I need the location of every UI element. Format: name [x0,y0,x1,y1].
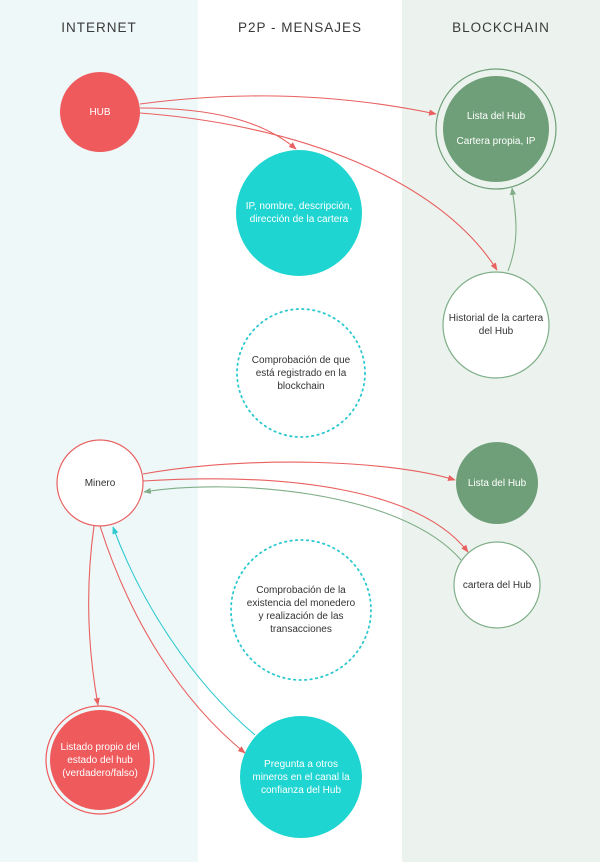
cartera-hub-label: cartera del Hub [454,542,540,628]
ip-info-label: IP, nombre, descripción, dirección de la… [236,150,362,276]
blockchain-column: BLOCKCHAIN [402,0,600,862]
lista-hub-top-line1: Lista del Hub [466,111,526,122]
lista-hub-bottom-label: Lista del Hub [456,442,538,524]
p2p-header: P2P - MENSAJES [237,20,363,35]
comprobacion-registro-label: Comprobación de que está registrado en l… [247,319,355,427]
listado-propio-node [50,710,150,810]
hub-node [60,72,140,152]
internet-header: INTERNET [61,20,137,35]
arrow-minero-to-listado-propio [88,525,100,706]
arrow-pregunta-to-minero [112,526,256,736]
comprobacion-monedero-text: Comprobación de la existencia del monede… [246,585,356,635]
hub-label: HUB [60,72,140,152]
arrow-hub-to-ip-info [139,107,297,150]
cartera-hub-text: cartera del Hub [462,579,532,591]
arrow-historial-to-lista [507,187,517,272]
lista-hub-top-node [443,76,549,182]
comprobacion-monedero-label: Comprobación de la existencia del monede… [241,550,361,670]
hub-label-text: HUB [89,106,111,118]
lista-hub-top-outer-ring [435,68,557,190]
arrow-hub-to-historial [139,112,498,271]
ip-info-node [236,150,362,276]
historial-label: Historial de la cartera del Hub [443,272,549,378]
listado-propio-label: Listado propio del estado del hub (verda… [50,710,150,810]
listado-propio-outer-ring [45,705,155,815]
comprobacion-registro-node [236,308,366,438]
listado-propio-text: Listado propio del estado del hub (verda… [60,741,140,779]
arrow-hub-to-lista [139,95,437,116]
arrow-minero-to-lista-bottom [142,461,456,481]
lista-hub-top-line2: Cartera propia, IP [456,136,536,147]
lista-hub-top-label: Lista del Hub Cartera propia, IP [443,76,549,182]
arrow-minero-to-pregunta [99,525,246,754]
arrow-cartera-to-minero [143,486,462,561]
pregunta-label: Pregunta a otros mineros en el canal la … [245,721,357,833]
blockchain-header: BLOCKCHAIN [452,20,550,35]
historial-text: Historial de la cartera del Hub [448,313,544,337]
comprobacion-monedero-node [230,539,372,681]
comprobacion-registro-text: Comprobación de que está registrado en l… [251,354,351,392]
lista-hub-bottom-text: Lista del Hub [467,477,527,489]
lista-hub-bottom-node [456,442,538,524]
cartera-hub-node [453,541,541,629]
minero-text: Minero [84,477,116,489]
ip-info-text: IP, nombre, descripción, dirección de la… [245,201,353,225]
historial-node [442,271,550,379]
pregunta-node [240,716,362,838]
pregunta-text: Pregunta a otros mineros en el canal la … [252,758,350,796]
minero-label: Minero [57,440,143,526]
arrow-minero-to-cartera [142,478,469,553]
